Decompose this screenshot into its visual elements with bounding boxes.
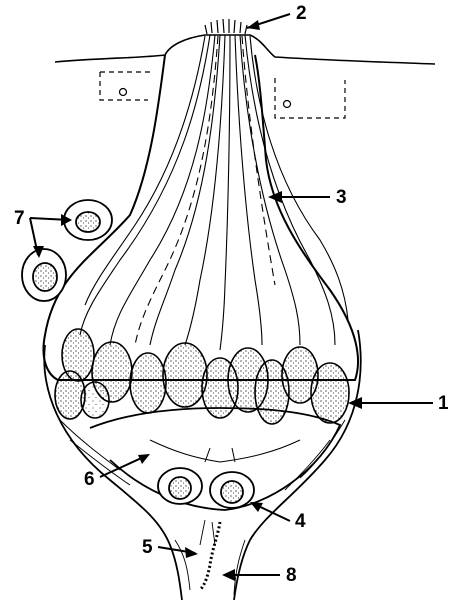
label-8: 8 (286, 566, 297, 585)
receptor-cell-fibers (80, 35, 348, 350)
label-5: 5 (142, 538, 153, 557)
basal-stem-cells (158, 468, 254, 508)
label-3: 3 (336, 188, 347, 207)
label-7: 7 (14, 209, 25, 228)
label-1: 1 (438, 394, 449, 413)
nerve-endings (150, 440, 300, 462)
basal-cell-layer (55, 329, 349, 424)
label-6: 6 (84, 470, 95, 489)
taste-pore-microvilli (205, 19, 247, 34)
label-2: 2 (296, 4, 307, 23)
label-4: 4 (295, 512, 306, 531)
